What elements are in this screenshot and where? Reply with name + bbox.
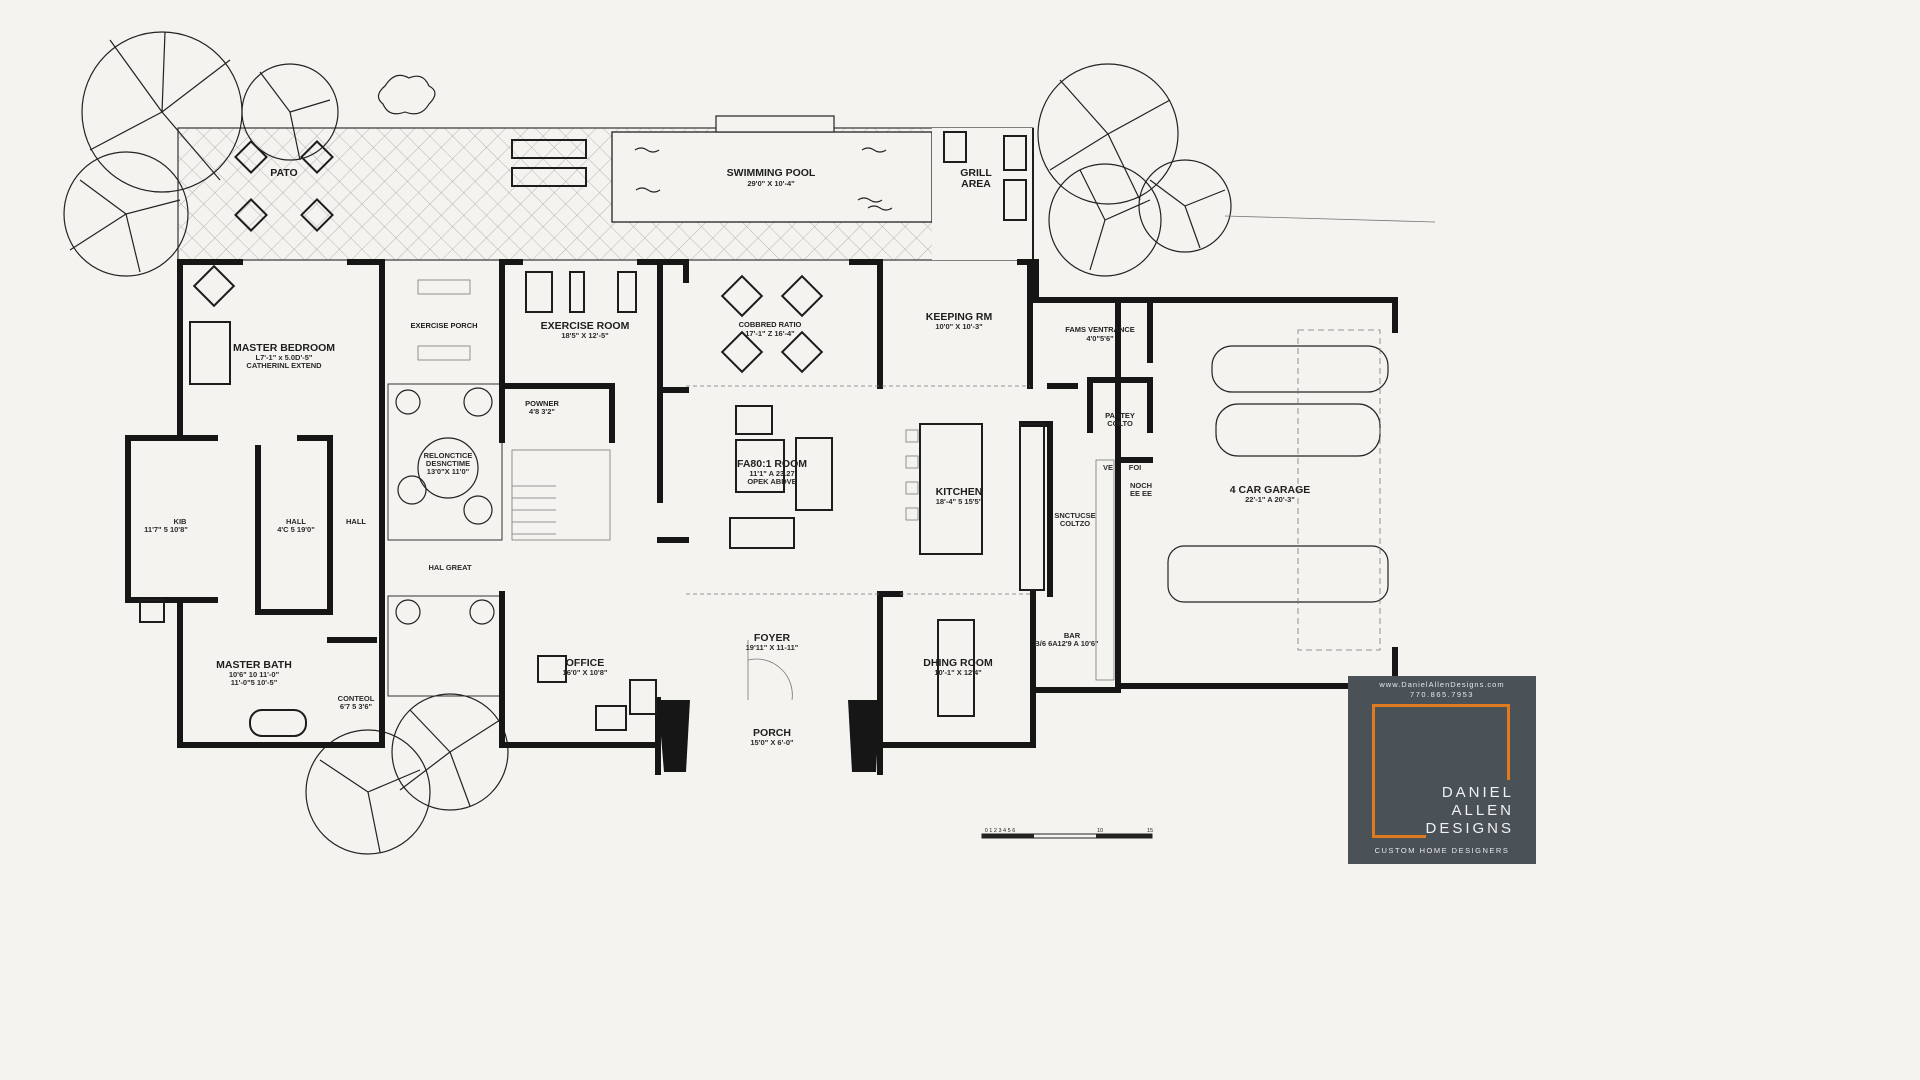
brand-name-designs: DESIGNS [1425,820,1514,837]
label-dining: DHING ROOM [923,657,993,669]
label-pool: SWIMMING POOL [727,167,816,179]
dim-cobbred-ratio: 17'-1" Z 16'-4" [745,329,795,338]
label-grill-2: AREA [961,178,991,190]
patio-terrace [177,115,1034,261]
label-master-bath: MASTER BATH [216,659,292,671]
dim-porch: 15'0" X 6'-0" [750,738,794,747]
dim-master-bedroom: L7'-1" x 5.0D'-5" [256,353,313,362]
label-side-ve: VE [1103,463,1113,472]
label-garage: 4 CAR GARAGE [1230,484,1311,496]
dim-control: 6'7 5 3'6" [340,702,373,711]
porch-columns [658,700,880,772]
stairs [511,449,611,541]
label-exercise-porch: EXERCISE PORCH [410,321,477,330]
label-patio: PATO [270,167,297,179]
dim-exercise-room: 18'5" X 12'-5" [561,331,609,340]
label-noch: NOCH [1130,481,1152,490]
label-cobbred-ratio: COBBRED RATIO [739,320,802,329]
floor-plan-drawing: PATO SWIMMING POOL 29'0" X 10'-4" GRILL … [63,31,1436,855]
brand-phone: 770.865.7953 [1410,690,1474,699]
label-foyer: FOYER [754,632,791,644]
dim-hall-closet: 4'C 5 19'0" [277,525,315,534]
label-pantry: PANTEY [1105,411,1135,420]
dim-pantry: COLTO [1107,419,1133,428]
label-fams-entrance: FAMS VENTRANCE [1065,325,1135,334]
trees-bottom [305,693,509,855]
brand-name-daniel: DANIEL [1441,784,1514,801]
scale-label-0: 0 1 2 3 4 5 6 [985,828,1016,834]
label-bar-side: B/6 6A [1034,639,1058,648]
brand-tagline: CUSTOM HOME DESIGNERS [1374,846,1510,855]
note-master-bedroom: CATHERINL EXTEND [246,361,322,370]
dim-powder: 4'8 3'2" [529,407,555,416]
dim-bar: 12'9 A 10'6" [1057,639,1099,648]
label-hall-closet: HALL [286,517,306,526]
label-courtyard-2: DESNCTIME [426,459,470,468]
dim-pool: 29'0" X 10'-4" [747,179,795,188]
label-office: OFFICE [566,657,605,669]
label-powder: POWNER [525,399,559,408]
lounge-chairs [511,131,1027,221]
dim-dining: 10'-1" X 12'4" [934,668,982,677]
label-sculpture: SNCTUCSE [1054,511,1095,520]
dim-master-bath-2: 11'-0"5 10'-5" [231,678,278,687]
label-control: CONTEOL [338,694,375,703]
label-hall: HALL [346,517,366,526]
label-bar: BAR [1064,631,1081,640]
label-courtyard-1: RELONCTICE [424,451,473,460]
trees-left [63,31,436,277]
brand-frame-gap [1426,780,1516,844]
dim-fams-entrance: 4'0"5'6" [1086,334,1114,343]
dim-bath-closet: 11'7" 5 10'8" [144,525,188,534]
patio-tables [234,140,334,232]
floor-plan-sheet: PATO SWIMMING POOL 29'0" X 10'-4" GRILL … [63,31,1536,864]
label-grill-1: GRILL [960,167,992,179]
label-exercise-room: EXERCISE ROOM [541,320,630,332]
label-porch: PORCH [753,727,791,739]
dim-family-room: 11'1" A 23.27 [749,469,794,478]
label-keeping-rm: KEEPING RM [926,311,993,323]
label-hall-great: HAL GREAT [428,563,471,572]
dim-garage: 22'-1" A 20'-3" [1245,495,1295,504]
courtyard-plantings [387,383,503,697]
label-courtyard-3: 13'0"X 11'0" [427,467,470,476]
scale-bar: 0 1 2 3 4 5 6 10 15 [981,828,1153,839]
brand-url: www.DanielAllenDesigns.com [1379,680,1505,689]
dim-noch: EE EE [1130,489,1152,498]
furniture [139,264,1115,737]
scale-label-15: 15 [1147,828,1153,834]
label-foi: FOI [1129,463,1142,472]
dim-keeping-rm: 10'0" X 10'-3" [935,322,983,331]
brand-logo-box: www.DanielAllenDesigns.com 770.865.7953 … [1348,676,1536,864]
trees-right [1037,63,1436,277]
label-kitchen: KITCHEN [936,486,983,498]
label-master-bedroom: MASTER BEDROOM [233,342,335,354]
label-family-room: FA80:1 ROOM [737,458,807,470]
garage-cars [1167,329,1389,651]
brand-name-allen: ALLEN [1451,802,1514,819]
dim-sculpture: COLTZO [1060,519,1090,528]
dim-master-bath-1: 10'6" 10 11'-0" [229,670,280,679]
pool-water-marks [634,147,893,211]
dim-kitchen: 18'-4" 5 15'5" [936,497,983,506]
interior-walls [125,259,1153,693]
room-labels: PATO SWIMMING POOL 29'0" X 10'-4" GRILL … [144,167,1310,747]
label-bath-closet: KIB [174,517,188,526]
scale-label-10: 10 [1097,828,1103,834]
dim-foyer: 19'11" X 11-11" [746,643,799,652]
note-family-room: OPEK ABDVE [747,477,796,486]
dim-office: 16'0" X 10'8" [563,668,608,677]
window-lines [686,385,1033,701]
